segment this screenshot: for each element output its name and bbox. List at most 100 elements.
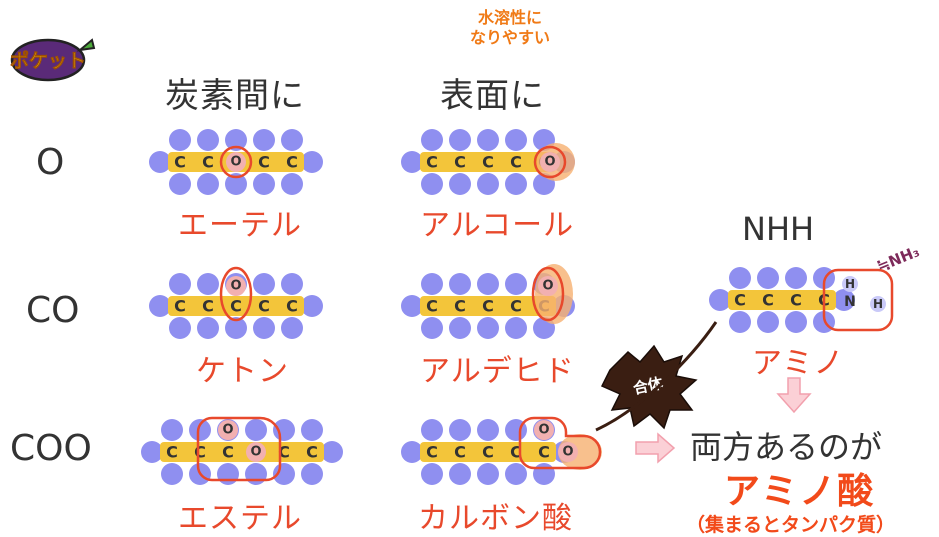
hydrogen-atom [421,317,443,339]
hydrogen-atom [225,129,247,151]
hydrogen-atom [253,273,275,295]
hydrogen-atom [421,129,443,151]
hydrogen-atom [505,129,527,151]
row-label-o: O [36,142,65,183]
eggplant-logo-icon: ポケット [10,38,96,82]
compound-ester: エステル [178,501,302,536]
carbon-atom: C [194,443,206,462]
ester-oxygen-bridge-label: O [250,445,261,460]
carbon-atom: C [174,297,186,316]
carboxyl-oxygen-top [534,420,554,440]
right-arrow-icon [635,432,676,464]
hydrogen-atom [141,441,163,463]
burst-shape [600,344,698,430]
hydrogen-atom [449,173,471,195]
compound-carboxylic-acid: カルボン酸 [418,501,573,536]
amine-nitrogen: N [844,294,856,310]
hydrogen-atom [505,463,527,485]
carbon-atom: C [230,297,242,316]
carbon-atom: C [306,443,318,462]
hydrogen-atom [729,311,751,333]
header-on-surface: 表面に [440,76,545,116]
row-label-co: CO [26,290,80,331]
hydrogen-atom [161,419,183,441]
hydrogen-atom [785,311,807,333]
amine-hydrogen-2-label: H [873,297,883,311]
hydrogen-atom [421,419,443,441]
carboxyl-oxygen-oh [558,442,578,462]
carbon-atom: C [166,443,178,462]
carbon-atom: C [426,297,438,316]
carbon-bond-bar [160,442,324,462]
hydrogen-atom [253,173,275,195]
hydrogen-atom [505,317,527,339]
logo-text: ポケット [10,49,86,72]
hydrogen-atom [449,129,471,151]
amine-hydrogen-1 [842,276,858,292]
hydrogen-atom [449,419,471,441]
carboxyl-oxygen-top-label: O [538,423,549,438]
aldehyde-group-highlight [531,266,565,322]
amine-hydrogen-1-label: H [845,277,855,291]
ester-oxygen-top-label: O [222,423,233,438]
carbon-atom: C [482,153,494,172]
ester-group-highlight [196,416,282,482]
hydrogen-atom [757,311,779,333]
carbon-atom: C [510,153,522,172]
hydrogen-atom [225,173,247,195]
carbon-atom: C [790,291,802,310]
hydrogen-atom [401,151,423,173]
ketone-oxygen-label: O [230,279,241,294]
hydrogen-atom [449,273,471,295]
ester-oxygen-top [218,420,238,440]
carbon-atom: C [278,443,290,462]
hydrogen-atom [401,441,423,463]
hydrogen-atom [421,273,443,295]
surface-note-line-1: 水溶性に [477,8,542,27]
hydrogen-atom [197,317,219,339]
hydrogen-atom [477,419,499,441]
carbon-atom: C [510,443,522,462]
hydrogen-atom [757,267,779,289]
hydrogen-atom [477,463,499,485]
hydrogen-atom [281,173,303,195]
ether-oxygen-label: O [230,155,241,170]
carbon-atom: C [222,443,234,462]
carbon-atom: C [286,153,298,172]
carbon-atom: C [258,297,270,316]
hydrogen-atom [449,317,471,339]
carbon-bond-bar [168,296,304,316]
hydrogen-atom [421,173,443,195]
ester-oxygen-bridge [246,442,266,462]
carbon-atom: C [482,297,494,316]
hydrogen-atom [833,289,855,311]
surface-note: 水溶性に なりやすい [430,8,590,48]
carbon-bond-bar [420,442,556,462]
carbon-atom: C [762,291,774,310]
surface-note-line-2: なりやすい [469,28,550,47]
carbon-atom: C [202,153,214,172]
hydrogen-atom [197,273,219,295]
carbon-atom: C [510,297,522,316]
row-label-coo: COO [10,428,92,469]
carbon-bond-bar [728,290,836,310]
hydrogen-atom [197,129,219,151]
conclusion-protein-note: （集まるとタンパク質） [686,514,896,536]
ether-oxygen-highlight [219,145,253,179]
hydrogen-atom [301,151,323,173]
carbon-atom: C [538,443,550,462]
hydrogen-atom [449,463,471,485]
hydrogen-atom [281,273,303,295]
hydrogen-atom [225,317,247,339]
hydrogen-atom [245,463,267,485]
carbon-bond-bar [420,152,556,172]
hydrogen-atom [477,317,499,339]
hydrogen-atom [477,173,499,195]
hydrogen-atom [477,129,499,151]
conclusion-amino-acid: アミノ酸 [724,471,876,512]
hydrogen-atom [169,273,191,295]
hydrogen-atom [169,317,191,339]
ether-oxygen [226,152,246,172]
hydrogen-atom [149,151,171,173]
